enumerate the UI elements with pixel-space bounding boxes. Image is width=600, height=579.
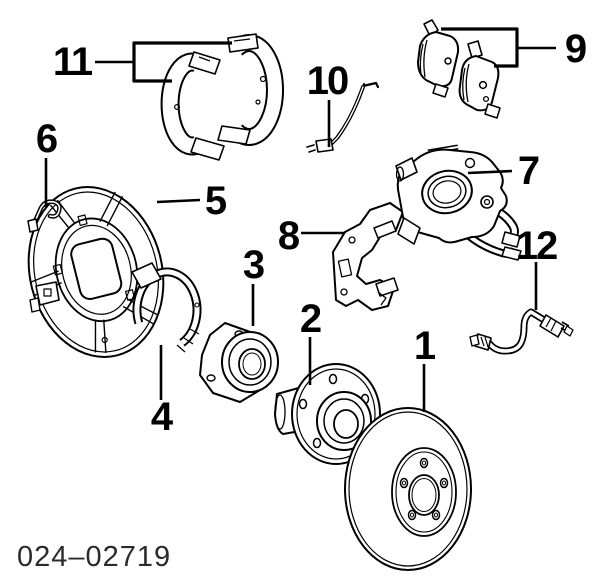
leader-lines (44, 27, 556, 412)
callout-12[interactable]: 12 (515, 224, 558, 268)
callout-4[interactable]: 4 (150, 395, 173, 439)
parking-brake-spring (131, 262, 202, 353)
brake-hose (469, 308, 574, 355)
brake-disc (344, 407, 472, 571)
callout-11[interactable]: 11 (52, 40, 93, 84)
callout-3[interactable]: 3 (242, 243, 265, 287)
callout-8[interactable]: 8 (277, 214, 300, 258)
brake-pads (417, 19, 501, 119)
wheel-bearing (199, 322, 279, 403)
parking-brake-shoes (160, 33, 284, 161)
wear-sensor (306, 81, 380, 153)
splash-shield (27, 186, 165, 358)
wheel-hub (274, 363, 381, 465)
callout-6[interactable]: 6 (35, 117, 58, 161)
leader-7 (467, 169, 513, 175)
brake-caliper (395, 144, 522, 261)
callout-7[interactable]: 7 (517, 149, 540, 193)
caliper-carrier (332, 202, 404, 311)
callout-5[interactable]: 5 (204, 179, 227, 223)
bracket-9 (441, 27, 519, 68)
bracket-11 (132, 41, 232, 83)
part-code: 024–02719 (17, 541, 172, 573)
retaining-clip (27, 199, 62, 233)
callout-1[interactable]: 1 (413, 324, 436, 368)
callout-10[interactable]: 10 (306, 59, 349, 103)
leader-5 (156, 198, 201, 204)
splash-shield-tab (29, 281, 60, 313)
callout-9[interactable]: 9 (564, 27, 587, 71)
callout-2[interactable]: 2 (299, 297, 322, 341)
